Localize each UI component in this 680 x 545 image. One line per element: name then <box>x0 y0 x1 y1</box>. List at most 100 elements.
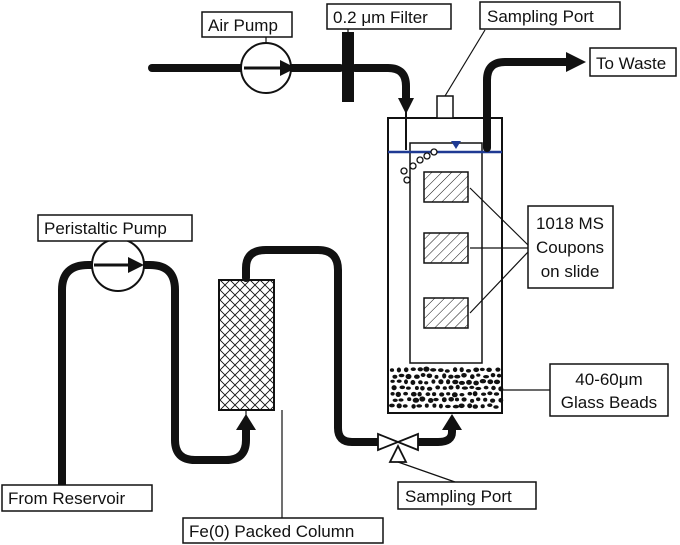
glass-bead <box>493 405 499 409</box>
glass-bead <box>459 393 465 397</box>
label-bottom-sampling-port: Sampling Port <box>397 481 537 510</box>
air-inlet-arrow <box>398 98 414 114</box>
sampling-valve-icon <box>377 432 419 463</box>
glass-bead <box>452 367 458 373</box>
label-packed-column: Fe(0) Packed Column <box>182 517 384 544</box>
glass-bead <box>435 385 441 390</box>
glass-bead <box>446 379 451 385</box>
glass-bead <box>444 369 450 373</box>
glass-bead <box>487 403 493 408</box>
glass-bead <box>424 381 429 385</box>
glass-bead <box>480 404 485 409</box>
glass-bead <box>424 403 429 408</box>
glass-bead <box>486 367 492 372</box>
glass-bead <box>461 397 467 402</box>
glass-bead <box>479 379 487 384</box>
glass-bead <box>404 379 408 385</box>
glass-bead <box>466 379 472 385</box>
glass-bead <box>473 380 479 386</box>
water-level-marker <box>451 141 461 149</box>
bottom-sampling-port-label: Sampling Port <box>405 487 512 506</box>
glass-bead <box>455 384 460 390</box>
glass-bead <box>430 368 437 372</box>
glass-bead <box>493 379 501 385</box>
glass-bead <box>467 403 473 409</box>
glass-bead <box>448 385 454 390</box>
glass-bead <box>395 391 401 397</box>
glass-bead <box>434 374 439 379</box>
label-air-pump: Air Pump <box>201 11 293 38</box>
air-pump-label: Air Pump <box>208 16 278 35</box>
glass-bead <box>396 403 402 409</box>
glass-bead <box>498 386 504 392</box>
glass-bead <box>491 385 496 391</box>
glass-bead <box>452 404 459 409</box>
label-peristaltic-pump: Peristaltic Pump <box>37 214 193 242</box>
glass-bead <box>498 398 504 403</box>
coupons-label-line2: Coupons <box>536 238 604 257</box>
glass-bead <box>476 397 481 402</box>
glass-bead <box>426 373 433 379</box>
glass-bead <box>419 396 426 402</box>
glass-bead <box>493 392 500 396</box>
glass-bead <box>406 386 411 390</box>
glass-bead <box>411 404 416 409</box>
glass-bead <box>417 367 423 372</box>
glass-bead <box>389 368 395 372</box>
coupon-slide <box>409 142 483 364</box>
glass-bead <box>441 397 447 403</box>
glass-bead <box>399 385 406 390</box>
coupons-label-line1: 1018 MS <box>536 214 604 233</box>
glass-bead <box>392 374 398 379</box>
glass-bead <box>396 367 401 373</box>
glass-bead <box>446 392 451 396</box>
glass-bead <box>431 379 436 384</box>
glass-bead <box>398 373 405 378</box>
glass-bead <box>470 374 475 380</box>
glass-bead <box>390 392 395 396</box>
label-to-waste: To Waste <box>589 47 677 77</box>
glass-bead <box>472 391 478 397</box>
coupon <box>423 171 469 203</box>
coupon <box>423 297 469 329</box>
glass-bead <box>476 373 481 377</box>
label-top-sampling-port: Sampling Port <box>479 1 621 30</box>
glass-bead <box>469 385 475 389</box>
glass-bead <box>410 391 417 397</box>
filter-icon <box>342 32 354 102</box>
peristaltic-pump-icon <box>91 238 145 292</box>
glass-bead <box>454 397 460 402</box>
label-coupons: 1018 MS Coupons on slide <box>527 205 614 289</box>
glass-bead <box>414 374 420 379</box>
glass-bead <box>479 367 485 372</box>
glass-bead <box>496 373 502 378</box>
glass-bead <box>490 398 496 403</box>
glass-bead <box>438 403 443 409</box>
glass-bead <box>403 391 408 396</box>
glass-bead <box>432 392 437 397</box>
filter-label: 0.2 μm Filter <box>333 8 428 27</box>
glass-bead <box>418 380 423 385</box>
glass-bead <box>442 386 447 390</box>
glass-bead <box>407 397 412 402</box>
glass-bead <box>438 379 444 385</box>
glass-bead <box>483 385 489 390</box>
glass-bead <box>426 386 433 391</box>
from-reservoir-label: From Reservoir <box>8 489 125 508</box>
glass-bead <box>470 398 475 403</box>
packed-column <box>218 279 275 411</box>
glass-bead <box>481 392 487 396</box>
glass-bead <box>396 379 402 383</box>
glass-bead <box>458 380 465 385</box>
glass-bead <box>410 380 416 385</box>
peristaltic-pump-label: Peristaltic Pump <box>44 219 167 238</box>
glass-bead <box>417 391 422 397</box>
glass-bead <box>391 385 397 391</box>
glass-bead <box>467 391 473 396</box>
glass-beads-label-line2: Glass Beads <box>561 393 657 412</box>
label-glass-beads: 40-60μm Glass Beads <box>549 363 669 417</box>
top-sampling-port <box>436 29 486 119</box>
glass-bead <box>392 398 398 402</box>
glass-bead <box>432 403 437 408</box>
glass-bead <box>448 374 454 379</box>
